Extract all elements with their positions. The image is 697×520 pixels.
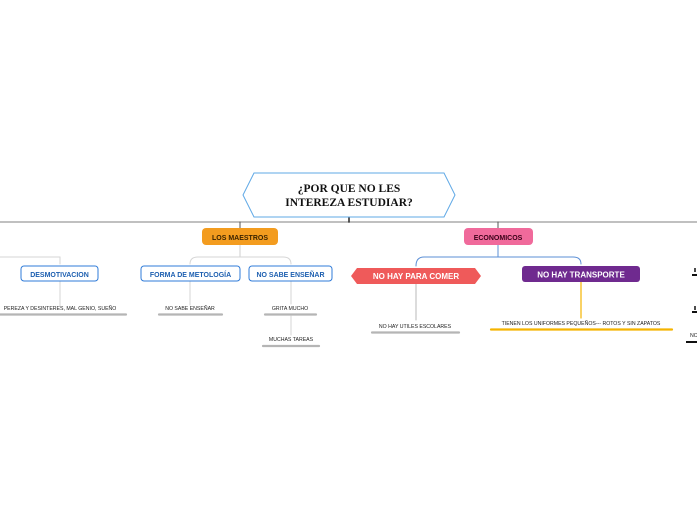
leaf-no-sabe-ensenar[interactable]: NO SABE ENSEÑAR	[157, 305, 224, 316]
root-title-line1: ¿POR QUE NO LES	[298, 183, 401, 195]
branch-economicos[interactable]: ECONOMICOS	[464, 228, 533, 245]
topic-label: NO HAY PARA COMER	[373, 272, 459, 281]
leaf-grita-mucho[interactable]: GRITA MUCHO	[263, 306, 318, 316]
topic-no-hay-para-comer[interactable]: NO HAY PARA COMER	[351, 268, 481, 284]
edge-leaf-fragment: NO	[690, 333, 697, 339]
root-title-line2: INTEREZA ESTUDIAR?	[285, 197, 413, 209]
leaf-label: TIENEN LOS UNIFORMES PEQUEÑOS--- ROTOS Y…	[502, 320, 661, 327]
leaf-label: GRITA MUCHO	[272, 306, 308, 312]
branch-label: ECONOMICOS	[474, 235, 523, 242]
leaf-label: MUCHAS TAREAS	[269, 337, 314, 343]
topic-label: NO HAY TRANSPORTE	[537, 271, 625, 280]
topic-no-hay-transporte[interactable]: NO HAY TRANSPORTE	[522, 266, 640, 282]
topic-forma-de-metologia[interactable]: FORMA DE METOLOGÍA	[140, 265, 241, 282]
topic-no-sabe-ensenar[interactable]: NO SABE ENSEÑAR	[248, 265, 333, 282]
branch-label: LOS MAESTROS	[212, 235, 268, 242]
topic-desmotivacion[interactable]: DESMOTIVACION	[20, 265, 99, 282]
topic-label: NO SABE ENSEÑAR	[256, 270, 324, 279]
root-node[interactable]: ¿POR QUE NO LES INTEREZA ESTUDIAR?	[242, 172, 456, 218]
connector-lines	[0, 216, 697, 336]
topic-label: DESMOTIVACION	[30, 272, 89, 279]
right-edge-fragments: NO	[686, 268, 697, 343]
leaf-uniformes[interactable]: TIENEN LOS UNIFORMES PEQUEÑOS--- ROTOS Y…	[489, 320, 674, 331]
leaf-label: NO HAY UTILES ESCOLARES	[379, 324, 452, 330]
branch-los-maestros[interactable]: LOS MAESTROS	[202, 228, 278, 245]
leaf-pereza[interactable]: PEREZA Y DESINTERES, MAL GENIO, SUEÑO	[0, 305, 128, 316]
topic-label: FORMA DE METOLOGÍA	[150, 270, 231, 279]
leaf-label: NO SABE ENSEÑAR	[165, 305, 215, 312]
leaf-label: PEREZA Y DESINTERES, MAL GENIO, SUEÑO	[4, 305, 117, 312]
leaf-no-hay-utiles[interactable]: NO HAY UTILES ESCOLARES	[370, 324, 461, 334]
leaf-muchas-tareas[interactable]: MUCHAS TAREAS	[261, 337, 321, 348]
